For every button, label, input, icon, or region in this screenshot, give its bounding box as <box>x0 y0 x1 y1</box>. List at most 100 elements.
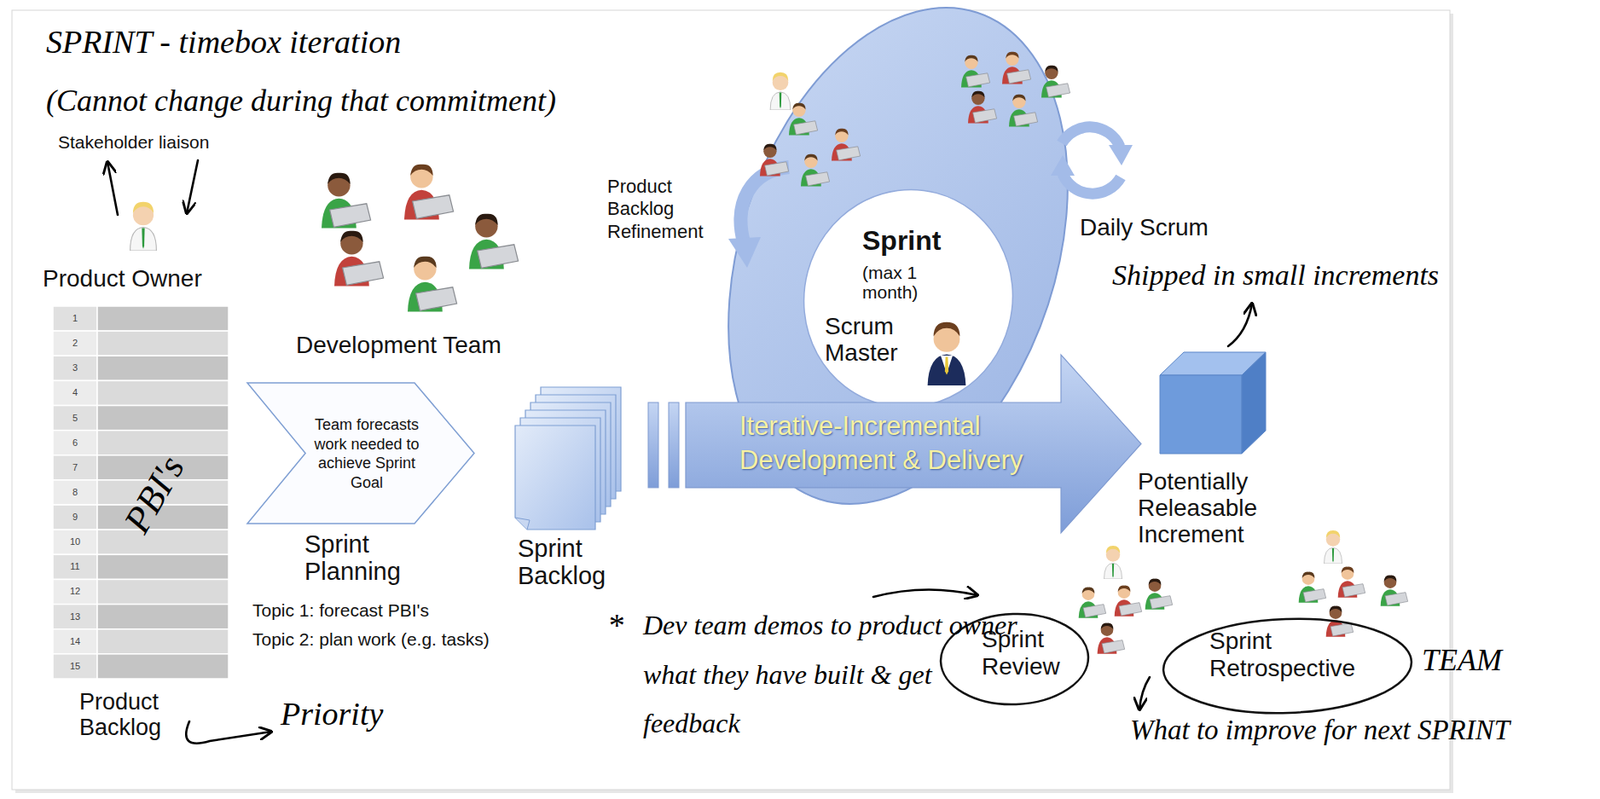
row-number: 7 <box>52 463 98 473</box>
row-number-cell <box>52 604 98 630</box>
row-item-cell <box>97 430 229 456</box>
row-number: 1 <box>52 313 98 324</box>
arrow-text: Iterative-Incremental Development & Deli… <box>739 409 1115 479</box>
team-member-icon <box>800 154 830 187</box>
product-backlog: PBI'sProduct Backlog <box>52 306 229 679</box>
backlog-row <box>52 554 229 580</box>
row-number: 8 <box>52 487 98 498</box>
row-number-cell <box>52 554 98 580</box>
increment-cube: Potentially Releasable Increment <box>1137 352 1284 557</box>
node-heading: Sprint Backlog <box>517 534 629 591</box>
backlog-row <box>52 579 229 604</box>
flow-arrow: Iterative-Incremental Development & Deli… <box>648 354 1142 534</box>
backlog-row <box>52 306 229 331</box>
team-member-icon <box>321 173 372 229</box>
row-number-cell <box>52 380 98 406</box>
row-number-cell <box>52 306 98 331</box>
event-name: Sprint Retrospective <box>1209 627 1389 683</box>
node-heading: Sprint Planning <box>304 530 433 586</box>
team-member-icon <box>1114 585 1143 617</box>
row-item-cell <box>97 604 229 630</box>
big-arrow <box>685 354 1142 534</box>
role-name: Scrum Master <box>824 313 919 367</box>
team-member-icon <box>831 128 861 162</box>
increment-cube-outline <box>1159 352 1266 454</box>
process-chevron-shape <box>247 382 475 524</box>
team-member-icon <box>1145 579 1173 610</box>
daily-scrum-arrow <box>1061 127 1120 147</box>
arrow-bar <box>668 402 679 488</box>
product-owner-icon <box>1104 545 1123 580</box>
row-number-cell <box>52 330 98 356</box>
product-owner-icon <box>1324 530 1343 564</box>
row-number-cell <box>52 654 98 679</box>
backlog-row <box>52 654 229 679</box>
row-item-cell <box>97 380 229 406</box>
team-member-icon <box>1041 65 1071 99</box>
team-member-icon <box>759 144 789 177</box>
row-item-cell <box>97 405 229 431</box>
row-number-cell <box>52 480 98 505</box>
leader-arrow <box>185 721 272 744</box>
team-member-icon <box>407 256 458 313</box>
backlog-row <box>52 629 229 655</box>
team-member-icon <box>1298 572 1327 603</box>
row-item-cell <box>97 554 229 580</box>
row-number: 13 <box>52 612 98 622</box>
refinement-arrow <box>741 167 789 243</box>
handwritten-note: Dev team demos to product owner what the… <box>643 601 1019 749</box>
team-member-icon <box>1002 52 1032 85</box>
arrow-bar <box>648 402 659 488</box>
sprint-backlog-shape <box>511 382 632 537</box>
row-item-cell <box>97 306 229 331</box>
handwritten-star: * <box>607 607 624 645</box>
row-item-cell <box>97 355 229 381</box>
row-item-cell <box>97 579 229 604</box>
sprint-ellipse-outline <box>779 166 1038 431</box>
team-member-icon <box>469 214 519 270</box>
process-chevron-outline <box>247 382 475 524</box>
row-number: 2 <box>52 338 98 348</box>
handwritten-note: SPRINT - timebox iteration <box>46 23 401 62</box>
backlog-row <box>52 430 229 456</box>
row-number: 6 <box>52 438 98 448</box>
handwritten-note: (Cannot change during that commitment) <box>46 83 557 119</box>
handwritten-note: Priority <box>280 695 383 734</box>
row-number-cell <box>52 355 98 381</box>
refinement-arrow-head <box>728 237 761 268</box>
chevron-outline <box>247 382 475 524</box>
scrum-master-icon <box>927 322 967 386</box>
team-member-icon <box>1008 94 1038 128</box>
event-ellipse-outline <box>1161 614 1414 718</box>
row-number-cell <box>52 529 98 555</box>
row-number: 5 <box>52 413 98 424</box>
sprint-core <box>779 166 1038 431</box>
leader-arrow <box>1228 303 1253 347</box>
cube-front <box>1159 375 1242 454</box>
backlog-page <box>515 425 596 530</box>
team-member-icon <box>1338 567 1366 598</box>
node-heading: Potentially Releasable Increment <box>1137 469 1284 548</box>
daily-scrum-arrow-head <box>1108 144 1133 166</box>
page-card <box>11 10 1450 790</box>
team-member-icon <box>961 55 991 88</box>
sprint-ellipse: Sprint(max 1 month)Scrum Master <box>797 187 1020 410</box>
role-name: Development Team <box>295 331 502 360</box>
row-number-cell <box>52 405 98 431</box>
handwritten-note: TEAM <box>1421 643 1502 679</box>
event-ellipse: Sprint Retrospective <box>1161 617 1414 715</box>
backlog-row <box>52 604 229 630</box>
product-backlog-outline <box>52 306 229 679</box>
daily-scrum-arrow-head <box>1050 155 1075 176</box>
process-chevron: Team forecasts work needed to achieve Sp… <box>247 382 475 524</box>
backlog-row <box>52 380 229 406</box>
handwritten-arrows <box>107 160 1253 744</box>
flow-arrow-shape <box>648 354 1142 534</box>
row-item-cell <box>97 654 229 679</box>
row-number: 11 <box>52 562 98 572</box>
leader-arrow <box>107 162 118 215</box>
activity-name: Daily Scrum <box>1079 214 1209 242</box>
team-member-icon <box>1097 623 1125 655</box>
node-body: Team forecasts work needed to achieve Sp… <box>302 415 431 493</box>
row-number: 15 <box>52 661 98 672</box>
